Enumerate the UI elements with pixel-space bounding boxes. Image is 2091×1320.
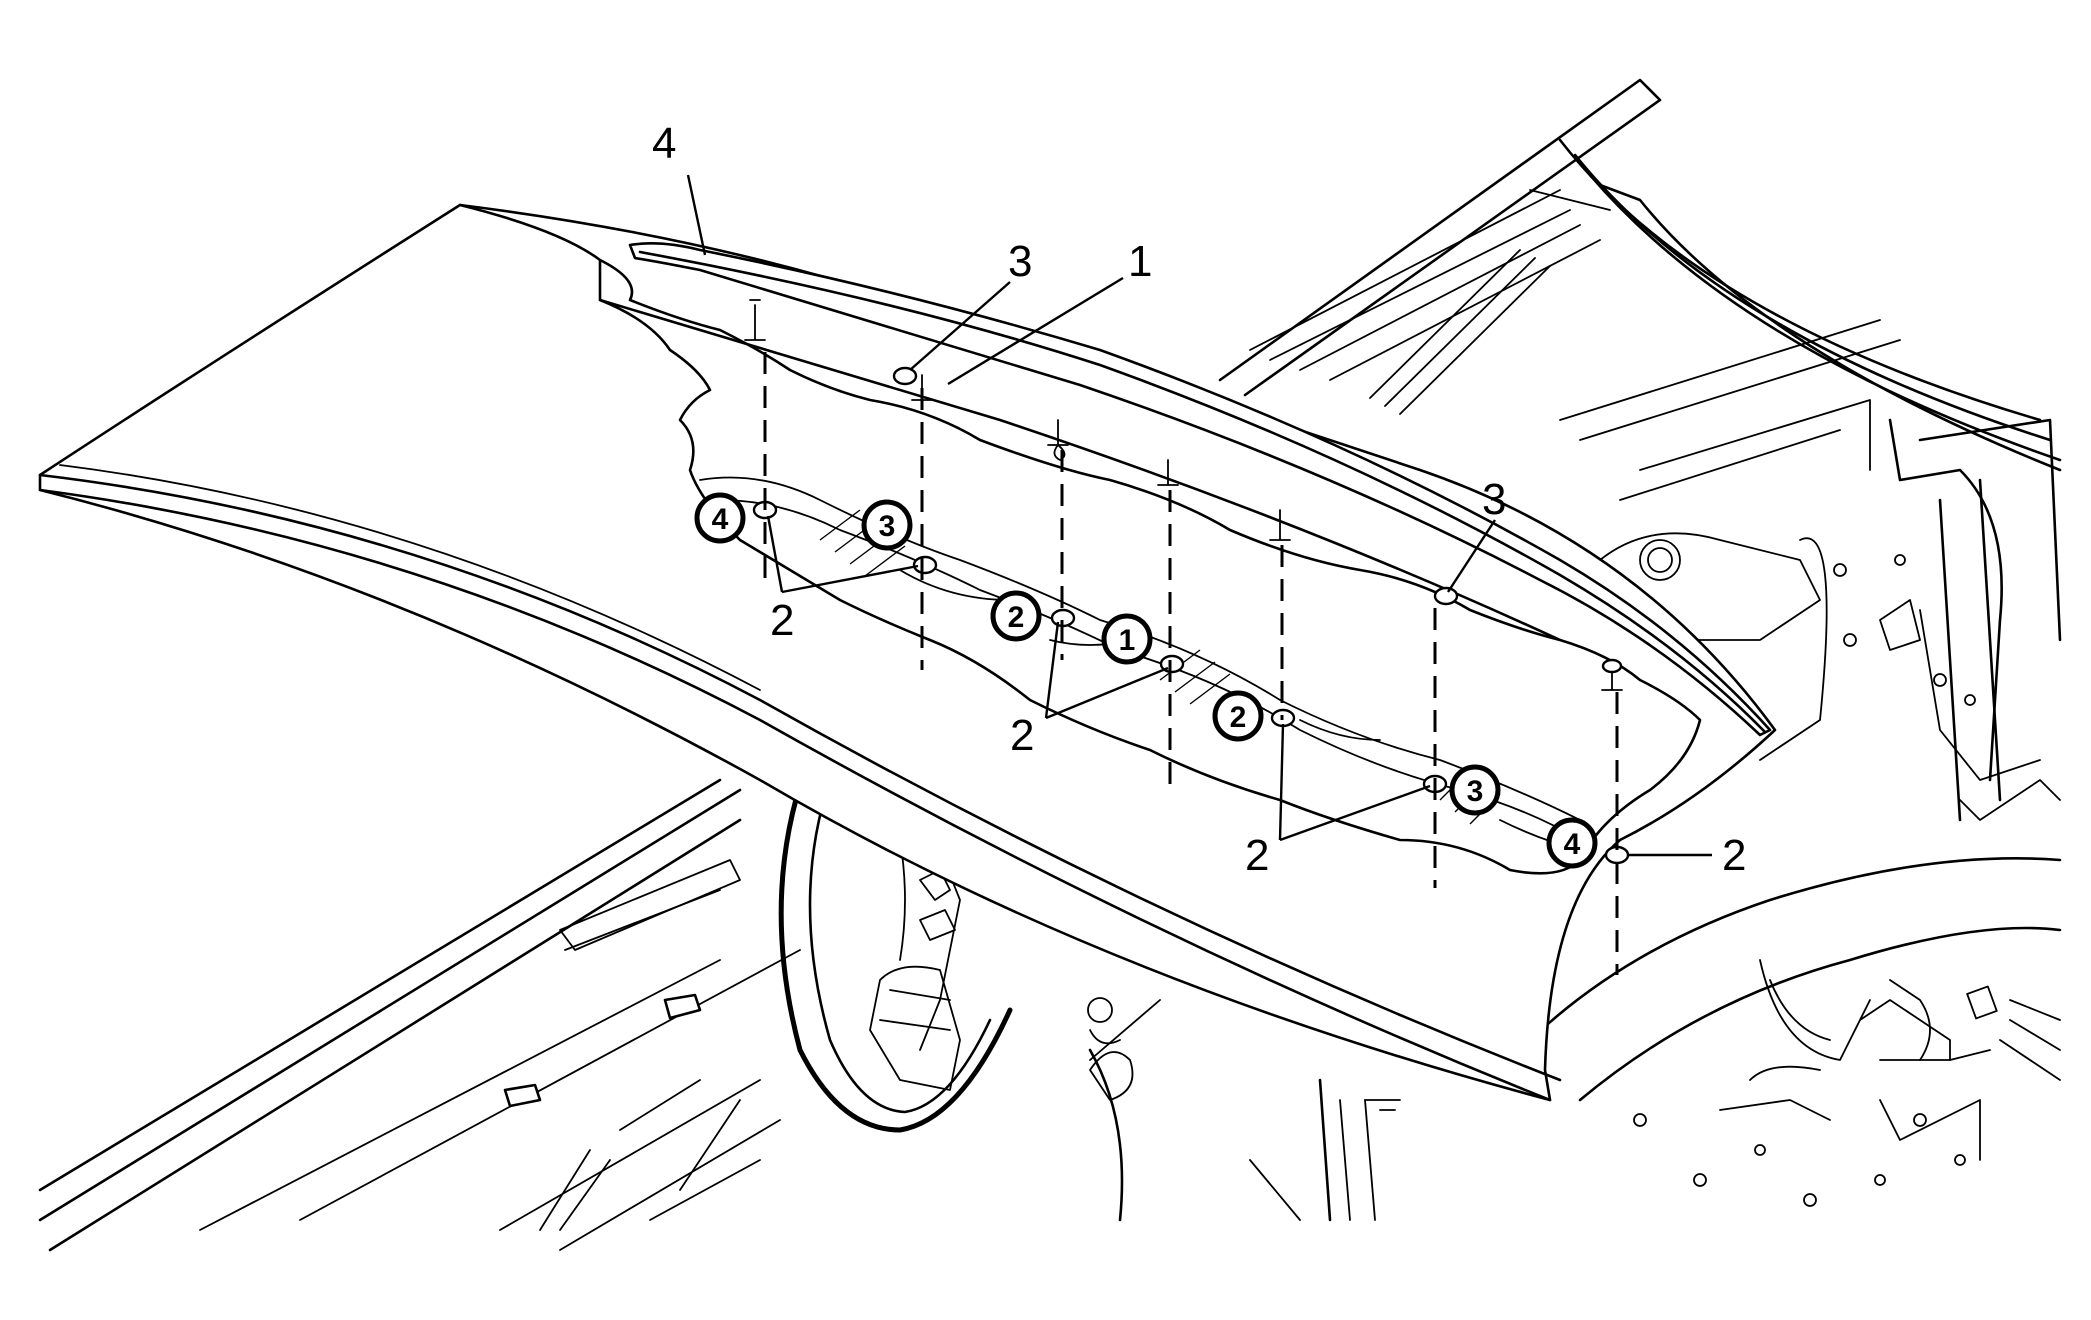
svg-text:2: 2 bbox=[1008, 601, 1025, 634]
step-badge-4-right: 4 bbox=[1546, 817, 1598, 869]
callout-4-strip: 4 bbox=[652, 119, 676, 168]
nut-top-right bbox=[1433, 586, 1459, 606]
callout-2-low: 2 bbox=[1245, 831, 1269, 880]
step-badge-1-center: 1 bbox=[1101, 613, 1153, 665]
svg-text:4: 4 bbox=[712, 503, 729, 536]
nut-top-far bbox=[1601, 658, 1623, 674]
step-badge-3-left: 3 bbox=[861, 499, 913, 551]
rear-quarter-structure bbox=[1518, 857, 2062, 1207]
callouts: 4 3 1 3 2 2 2 2 bbox=[652, 119, 1746, 880]
svg-text:4: 4 bbox=[1564, 828, 1581, 861]
nut-left-2 bbox=[912, 555, 938, 575]
svg-text:2: 2 bbox=[1230, 701, 1247, 734]
callout-2-middle: 2 bbox=[1010, 711, 1034, 760]
step-badge-2-left: 2 bbox=[990, 590, 1042, 642]
step-badge-2-center: 2 bbox=[1212, 690, 1264, 742]
nut-top-left bbox=[892, 366, 918, 386]
svg-text:3: 3 bbox=[1467, 775, 1484, 808]
callout-3-nut-top: 3 bbox=[1008, 237, 1032, 286]
callout-3-nut-right: 3 bbox=[1482, 475, 1506, 524]
alignment-lines bbox=[763, 352, 1619, 975]
callout-1-molding: 1 bbox=[1128, 237, 1152, 286]
callout-2-left: 2 bbox=[770, 596, 794, 645]
rear-body-structure bbox=[1218, 78, 2062, 822]
roof-bow-reinforcement bbox=[598, 258, 1702, 875]
svg-text:1: 1 bbox=[1119, 624, 1136, 657]
leader-lines bbox=[686, 174, 1712, 857]
callout-2-right: 2 bbox=[1722, 831, 1746, 880]
lower-body-structure bbox=[38, 767, 1401, 1252]
step-badge-4-left: 4 bbox=[694, 492, 746, 544]
svg-text:3: 3 bbox=[879, 510, 896, 543]
step-badge-3-right: 3 bbox=[1449, 764, 1501, 816]
tightening-sequence: 4 3 2 1 2 3 4 bbox=[694, 492, 1598, 869]
